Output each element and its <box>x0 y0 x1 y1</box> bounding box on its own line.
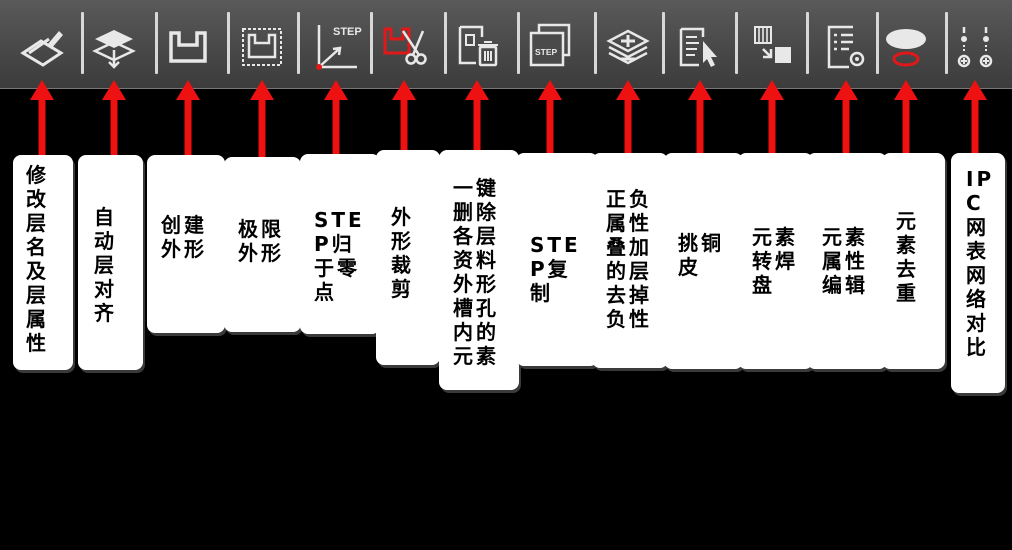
callout-card: 自动层对齐 <box>78 155 143 370</box>
toolbar-separator <box>81 12 84 74</box>
callout-card: 元素去重 <box>882 153 945 369</box>
edit-layer-icon <box>20 31 64 67</box>
delete-slot-elements-icon <box>458 25 498 67</box>
svg-text:STEP: STEP <box>333 26 362 38</box>
callout-label: 元素去重 <box>896 209 919 305</box>
toolbar: STEP STEP <box>0 0 1012 89</box>
remove-duplicate-icon <box>886 29 926 67</box>
callout-arrow <box>324 80 348 154</box>
ipc-netlist-compare-icon <box>957 27 993 68</box>
toolbar-separator <box>297 12 300 74</box>
callout-card: 极限外形 <box>224 157 301 332</box>
create-outline-icon <box>169 31 207 63</box>
remove-negative-icon <box>606 29 650 65</box>
toolbar-separator <box>594 12 597 74</box>
element-attribute-button[interactable] <box>817 6 875 80</box>
callout-card: 正负属性叠加的层去掉负性 <box>592 153 668 368</box>
callout-label: 创建外形 <box>161 213 207 261</box>
copper-peel-button[interactable] <box>671 6 729 80</box>
callout-label: 正负属性叠加的层去掉负性 <box>606 187 652 331</box>
outline-cut-button[interactable] <box>375 6 433 80</box>
delete-slot-elements-button[interactable] <box>448 6 506 80</box>
callout-card: 元素属性编辑 <box>807 153 887 369</box>
toolbar-separator <box>662 12 665 74</box>
callout-label: 极限外形 <box>238 217 284 265</box>
svg-text:STEP: STEP <box>535 47 558 57</box>
callout-label: STEP归于零点 <box>314 208 365 304</box>
remove-negative-button[interactable] <box>599 6 657 80</box>
toolbar-separator <box>806 12 809 74</box>
element-to-pad-button[interactable] <box>743 6 801 80</box>
callout-card: 一键删除各层资料外形槽孔内的元素 <box>439 150 519 390</box>
step-copy-icon: STEP <box>529 23 571 67</box>
callout-card: 修改层名及层属性 <box>13 155 73 370</box>
ipc-netlist-compare-button[interactable] <box>946 6 1004 80</box>
toolbar-separator <box>735 12 738 74</box>
callout-card: 外形裁剪 <box>376 150 440 365</box>
limit-outline-button[interactable] <box>233 6 291 80</box>
callout-card: 创建外形 <box>147 155 225 333</box>
callout-card: STEP归于零点 <box>300 154 380 334</box>
callout-label: 一键删除各层资料外形槽孔内的元素 <box>453 176 499 368</box>
edit-layer-button[interactable] <box>13 6 71 80</box>
callout-arrow <box>102 80 126 155</box>
callout-arrow <box>250 80 274 157</box>
callout-label: 修改层名及层属性 <box>26 163 49 355</box>
copper-peel-icon <box>679 27 717 67</box>
callout-arrow <box>616 80 640 153</box>
toolbar-separator <box>227 12 230 74</box>
callout-arrow <box>30 80 54 155</box>
step-copy-button[interactable]: STEP <box>521 6 579 80</box>
toolbar-separator <box>876 12 879 74</box>
step-origin-button[interactable]: STEP <box>307 6 365 80</box>
callout-label: 外形裁剪 <box>391 205 414 301</box>
toolbar-separator <box>155 12 158 74</box>
limit-outline-icon <box>242 28 282 66</box>
toolbar-separator <box>444 12 447 74</box>
callout-label: 挑铜皮 <box>678 231 724 279</box>
align-layers-button[interactable] <box>85 6 143 80</box>
callout-arrow <box>538 80 562 153</box>
callout-card: 元素转焊盘 <box>738 153 813 369</box>
callout-arrow <box>834 80 858 153</box>
callout-arrow <box>963 80 987 153</box>
callout-arrow <box>688 80 712 153</box>
create-outline-button[interactable] <box>159 6 217 80</box>
callout-label: 自动层对齐 <box>94 205 117 325</box>
callout-label: STEP复制 <box>530 233 581 305</box>
callout-card: STEP复制 <box>516 153 598 366</box>
toolbar-separator <box>370 12 373 74</box>
callout-label: 元素属性编辑 <box>822 225 868 297</box>
step-origin-icon: STEP <box>316 25 362 70</box>
outline-cut-icon <box>383 27 427 65</box>
element-attribute-icon <box>827 25 865 69</box>
callout-card: IPC网表网络对比 <box>951 153 1005 393</box>
remove-duplicate-button[interactable] <box>877 6 935 80</box>
element-to-pad-icon <box>754 26 791 63</box>
toolbar-separator <box>517 12 520 74</box>
align-layers-icon <box>92 30 136 69</box>
callout-label: IPC网表网络对比 <box>966 167 995 359</box>
callout-arrow <box>392 80 416 150</box>
callout-label: 元素转焊盘 <box>752 225 798 297</box>
callout-arrow <box>894 80 918 153</box>
callout-arrow <box>760 80 784 153</box>
callout-arrow <box>176 80 200 155</box>
toolbar-separator <box>945 12 948 74</box>
callout-arrow <box>465 80 489 150</box>
callout-card: 挑铜皮 <box>664 153 743 369</box>
